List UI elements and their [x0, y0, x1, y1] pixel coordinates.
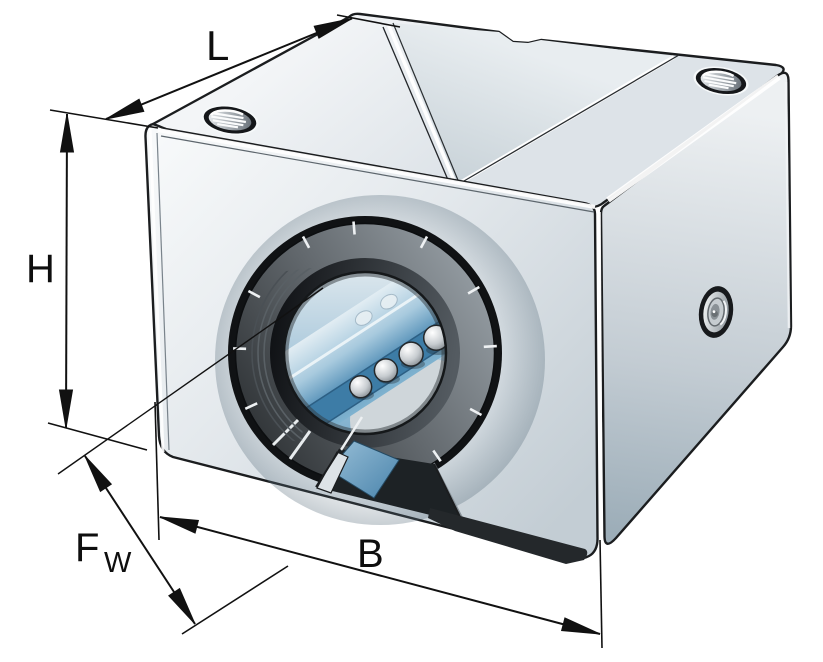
ball	[373, 358, 399, 383]
front-top-chamfer	[157, 128, 596, 209]
slot-cage-segment	[328, 440, 400, 499]
dim-label-b: B	[357, 532, 384, 576]
hole-highlight	[701, 70, 735, 77]
slot-left-edge	[315, 448, 341, 488]
dimension-bore-fw	[57, 287, 324, 635]
arrowhead	[58, 389, 74, 429]
threaded-hole-front	[201, 104, 259, 136]
extension-line	[47, 422, 148, 451]
dim-label-l: L	[206, 22, 229, 69]
arrowhead	[313, 18, 353, 39]
slot-sleeve-end	[339, 416, 364, 451]
housing-top-groove	[392, 23, 672, 185]
ball	[348, 375, 373, 399]
extension-line	[154, 401, 160, 541]
front-top-chamfer-line	[160, 135, 595, 213]
arrowhead	[560, 617, 601, 635]
raceway-groove-arcs	[251, 268, 312, 442]
dimension-annotations	[47, 14, 603, 649]
front-left-chamfer	[148, 127, 165, 453]
thread-lines	[211, 112, 247, 129]
groove-edge-right-outer	[463, 54, 680, 182]
groove-edge-left-outer	[382, 26, 452, 188]
top-right-chamfer	[606, 74, 781, 203]
extension-line	[336, 14, 401, 28]
hole-highlight	[210, 109, 244, 116]
dim-label-h: H	[26, 247, 55, 291]
extension-line	[181, 565, 289, 635]
thread-lines	[702, 73, 737, 90]
bore-leader-line	[57, 287, 324, 475]
opening-rim	[282, 270, 448, 436]
lube-hole-highlight	[719, 300, 728, 326]
linear-ball-bearing	[228, 216, 502, 490]
groove-chamfer-left	[386, 23, 458, 186]
dimension-line	[159, 516, 601, 635]
housing-right-face	[599, 71, 793, 545]
arrowhead	[159, 516, 200, 534]
threaded-hole-rear	[693, 66, 749, 96]
groove-edge-left-inner	[392, 22, 461, 186]
lubrication-hole	[698, 286, 734, 338]
slot-right-edge	[433, 463, 464, 524]
extension-line	[599, 539, 603, 649]
dimension-width-b	[154, 401, 603, 649]
dim-label-f: F	[75, 526, 99, 570]
extension-line	[49, 109, 159, 129]
dim-label-f-subscript: W	[104, 547, 132, 579]
dimension-line	[65, 113, 68, 429]
arrowhead	[168, 587, 196, 625]
arrowhead	[59, 113, 75, 153]
dimension-length-l	[49, 14, 401, 129]
ball	[398, 341, 424, 367]
housing-bottom-slot	[315, 416, 464, 524]
sleeve-segment-notches	[233, 221, 497, 462]
dimension-height-h	[47, 113, 148, 451]
right-edge-highlight	[784, 81, 791, 329]
underside-shadow	[428, 508, 588, 564]
dimension-line	[105, 17, 353, 120]
arrowhead	[105, 98, 145, 120]
lube-hole-glint	[712, 310, 716, 314]
arrowhead	[84, 455, 113, 493]
front-right-chamfer	[597, 211, 603, 537]
